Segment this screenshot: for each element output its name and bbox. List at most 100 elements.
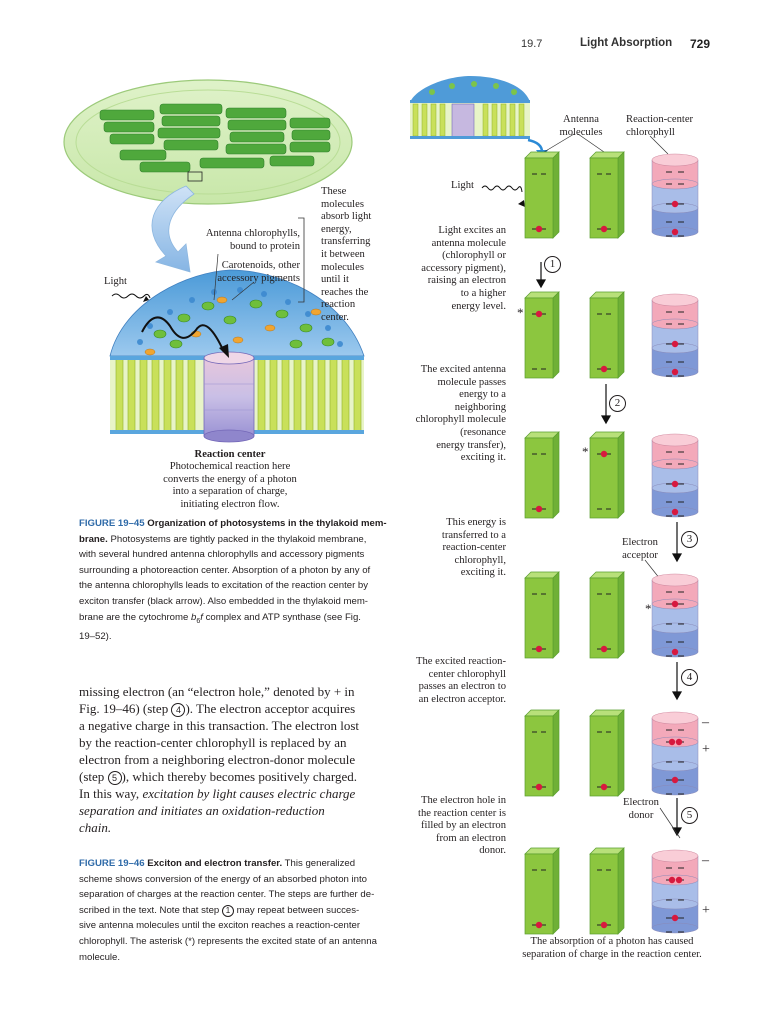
row4-reaction-center-electron <box>671 648 679 656</box>
step-5-line: filled by an electron <box>420 820 506 832</box>
row1-antenna-2-electron <box>600 225 608 233</box>
step-1-line: energy level. <box>451 300 506 312</box>
row1-antenna-1-body <box>524 157 554 239</box>
step-5-line: from an electron <box>435 832 506 844</box>
these-molecules-line: absorb light <box>321 211 372 223</box>
reaction-center-desc-line: initiating electron flow. <box>180 498 280 510</box>
step-1-line: raising an electron <box>427 275 506 287</box>
row5-antenna-1-electron <box>535 783 543 791</box>
these-molecules-line: it between <box>321 248 365 260</box>
row5-antenna-1-side <box>552 709 560 797</box>
step-5-line: the reaction center is <box>418 807 506 819</box>
step-1-line: antenna molecule <box>431 237 506 249</box>
body-paragraph: missing electron (an “electron hole,” de… <box>79 684 360 835</box>
row3-antenna-1-electron <box>535 505 543 513</box>
row4-antenna-2-electron <box>600 645 608 653</box>
excited-asterisk-1: * <box>517 305 524 320</box>
row6-reaction-center-electron <box>675 876 683 884</box>
row5-reaction-center-electron <box>668 738 676 746</box>
row6-antenna-2-body <box>589 853 619 935</box>
row1-antenna-2-side <box>617 151 625 239</box>
row1-reaction-center-top <box>651 153 699 167</box>
row5-reaction-center-segment-edge <box>651 760 699 772</box>
row4-antenna-1-electron <box>535 645 543 653</box>
plus-charge-1: + <box>702 742 710 757</box>
step-5-line: donor. <box>479 845 506 857</box>
excited-asterisk-3: * <box>645 601 652 616</box>
figure-19-46-caption: FIGURE 19–46 Exciton and electron transf… <box>79 858 377 963</box>
row6-reaction-center-electron <box>671 914 679 922</box>
these-molecules-line: reaches the <box>321 286 369 298</box>
row5-antenna-2-body <box>589 715 619 797</box>
step-2-line: molecule passes <box>437 376 506 388</box>
row1-antenna-1-side <box>552 151 560 239</box>
row2-reaction-center-electron <box>671 340 679 348</box>
step-2-line: exciting it. <box>460 452 506 464</box>
these-molecules-line: reaction <box>321 299 356 311</box>
row3-reaction-center-top <box>651 433 699 447</box>
row4-antenna-1-body <box>524 577 554 659</box>
excited-asterisk-2: * <box>582 444 589 459</box>
light-label-46: Light <box>451 180 474 191</box>
row6-reaction-center-top <box>651 849 699 863</box>
antenna-chlorophylls-label: Antenna chlorophylls,bound to protein <box>205 228 300 252</box>
row3-antenna-1-side <box>552 431 560 519</box>
thylakoid-membrane <box>109 269 365 443</box>
step-1-line: Light excites an <box>438 225 506 236</box>
light-wave-45 <box>111 293 151 299</box>
row3-antenna-1-body <box>524 437 554 519</box>
row2-antenna-1-body <box>524 297 554 379</box>
step-3-line: reaction-center <box>442 542 506 554</box>
row6-reaction-center-segment-edge <box>651 922 699 934</box>
light-wave-46 <box>481 185 523 193</box>
step-5-line: The electron hole in <box>420 795 506 806</box>
step-2-number: 2 <box>609 395 626 412</box>
step-2-line: chlorophyll molecule <box>415 414 506 426</box>
row4-antenna-2-body <box>589 577 619 659</box>
row6-reaction-center-segment-edge <box>651 898 699 910</box>
step-arrows <box>535 262 683 837</box>
figure-number: FIGURE 19–45 <box>79 518 145 529</box>
reaction-center-title: Reaction center <box>194 449 266 460</box>
chloroplast <box>63 79 353 205</box>
row5-antenna-2-electron <box>600 783 608 791</box>
row1-reaction-center-segment-edge <box>651 178 699 190</box>
row2-reaction-center-top <box>651 293 699 307</box>
step-2-line: The excited antenna <box>420 364 506 375</box>
step-4-number: 4 <box>681 669 698 686</box>
step-1-number: 1 <box>544 256 561 273</box>
zoom-arrow <box>151 185 195 273</box>
step-2-line: energy transfer), <box>436 439 506 451</box>
reaction-center-desc-line: Photochemical reaction here <box>169 461 291 472</box>
step-1-line: (chlorophyll or <box>442 250 506 262</box>
reaction-center-desc-line: converts the energy of a photon <box>163 473 297 485</box>
row1-reaction-center-electron <box>671 228 679 236</box>
row5-reaction-center-electron <box>675 738 683 746</box>
these-molecules-line: energy, <box>321 223 352 235</box>
light-label-45: Light <box>104 276 127 287</box>
step-5-number: 5 <box>681 807 698 824</box>
row2-antenna-1-electron <box>535 310 543 318</box>
row4-antenna-2-side <box>617 571 625 659</box>
row2-reaction-center-electron <box>671 368 679 376</box>
row3-antenna-2-body <box>589 437 619 519</box>
section-number: 19.7 <box>521 38 543 50</box>
row4-reaction-center-top <box>651 573 699 587</box>
page-number: 729 <box>690 37 711 51</box>
step-4-line: The excited reaction- <box>416 656 506 667</box>
membrane-thumbnail <box>410 76 548 158</box>
these-molecules-line: molecules <box>321 261 364 273</box>
reaction-center-desc-line: into a separation of charge, <box>172 486 288 498</box>
step-1-line: accessory pigment), <box>421 262 506 274</box>
row4-antenna-1-side <box>552 571 560 659</box>
row1-antenna-1-electron <box>535 225 543 233</box>
step-2-line: (resonance <box>460 426 506 438</box>
row2-antenna-2-body <box>589 297 619 379</box>
